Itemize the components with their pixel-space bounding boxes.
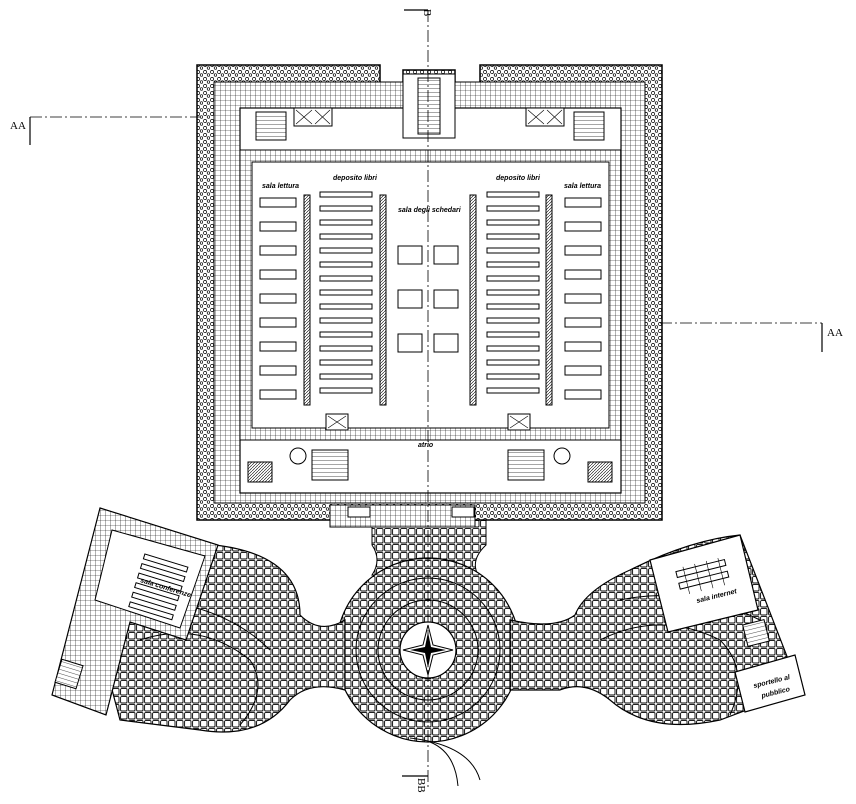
- section-aa-right: AA: [827, 327, 843, 339]
- room-label-sala-lettura-right: sala lettura: [564, 183, 601, 190]
- internet-annex: [649, 534, 806, 713]
- section-bb-bottom: BB: [415, 778, 427, 793]
- room-label-atrio: atrio: [418, 442, 434, 449]
- main-building: [196, 64, 663, 528]
- room-label-sala-lettura-left: sala lettura: [262, 183, 299, 190]
- room-label-sala-degli-schedari: sala degli schedari: [398, 207, 462, 214]
- section-lines: [29, 9, 823, 790]
- conference-annex: [51, 507, 219, 716]
- section-aa-left: AA: [10, 120, 26, 132]
- catalogue-tables: [397, 245, 459, 353]
- room-label-deposito-libri-left: deposito libri: [333, 175, 378, 182]
- room-label-deposito-libri-right: deposito libri: [496, 175, 541, 182]
- section-b-top: B: [421, 9, 433, 16]
- reading-tables-left: [259, 197, 297, 400]
- reading-tables-right: [564, 197, 602, 400]
- book-shelves-right: [486, 191, 540, 394]
- book-shelves-left: [319, 191, 373, 394]
